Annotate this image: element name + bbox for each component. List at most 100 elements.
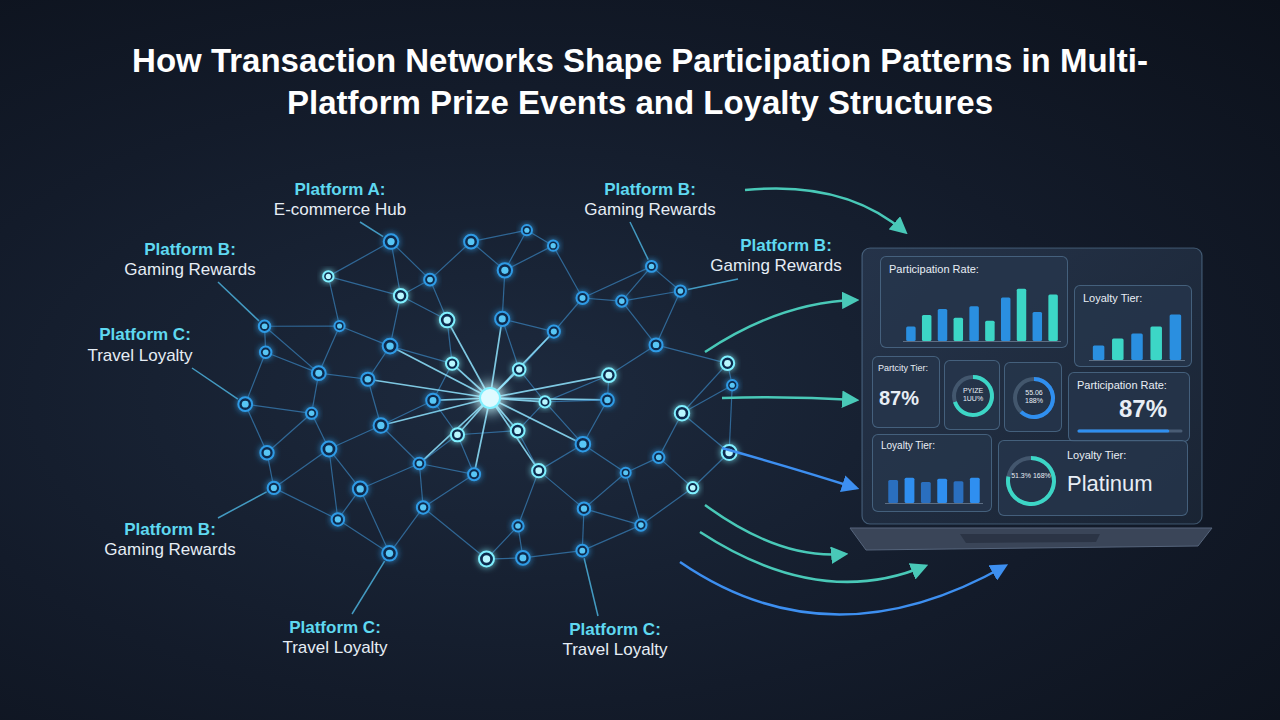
dot-core bbox=[678, 288, 684, 294]
dot-ring bbox=[440, 313, 455, 328]
network-dot bbox=[414, 458, 426, 470]
network-link bbox=[423, 474, 474, 507]
network-link bbox=[659, 457, 693, 487]
screen-panel bbox=[862, 248, 1202, 524]
dot-core bbox=[542, 399, 548, 405]
platform-type: Gaming Rewards bbox=[101, 540, 238, 560]
network-dot bbox=[602, 368, 616, 382]
donut-track bbox=[1006, 456, 1056, 506]
dot-core bbox=[471, 471, 477, 477]
network-link bbox=[682, 385, 732, 413]
dot-ring bbox=[498, 263, 512, 277]
dot-core bbox=[263, 349, 269, 355]
dot-ring bbox=[601, 394, 614, 407]
chart-bar bbox=[905, 478, 915, 503]
dot-core bbox=[520, 554, 527, 561]
network-dot bbox=[332, 513, 344, 525]
chart-bar bbox=[954, 318, 963, 341]
dot-core bbox=[262, 323, 268, 329]
dot-core bbox=[242, 401, 249, 408]
network-dot bbox=[451, 428, 464, 441]
flow-arrow bbox=[722, 448, 856, 488]
network-link bbox=[329, 449, 338, 519]
dot-ring bbox=[323, 271, 333, 281]
dot-ring bbox=[548, 240, 558, 250]
network-link bbox=[545, 400, 607, 402]
dot-core bbox=[649, 264, 654, 269]
dot-ring bbox=[322, 442, 337, 457]
dot-core bbox=[357, 485, 364, 492]
dot-ring bbox=[383, 339, 398, 354]
network-link bbox=[265, 325, 340, 326]
donut-chart bbox=[952, 375, 994, 417]
donut-value bbox=[1006, 456, 1056, 506]
dot-ring bbox=[353, 482, 368, 497]
leader-line bbox=[584, 558, 598, 616]
dot-ring bbox=[616, 296, 627, 307]
platform-name: Platform C: bbox=[566, 620, 664, 640]
dot-ring bbox=[577, 292, 589, 304]
card-label: Partcity Tier: bbox=[878, 363, 928, 373]
network-link bbox=[609, 345, 656, 375]
network-link bbox=[328, 276, 339, 326]
network-link bbox=[583, 266, 652, 298]
network-dot bbox=[498, 263, 512, 277]
network-link bbox=[729, 385, 732, 452]
platform-type: Gaming Rewards bbox=[707, 256, 844, 276]
dashboard-card: Partcity Tier: 87% bbox=[872, 356, 940, 428]
dot-ring bbox=[513, 363, 526, 376]
dot-core bbox=[397, 292, 404, 299]
chart-bar bbox=[1112, 338, 1124, 360]
network-link bbox=[245, 404, 311, 413]
metric-value: 87% bbox=[879, 387, 919, 410]
card-label: 55.06 188% bbox=[1017, 389, 1051, 405]
network-link bbox=[245, 352, 265, 404]
network-link bbox=[622, 266, 652, 301]
platform-name: Platform C: bbox=[286, 618, 384, 638]
network-dot bbox=[516, 551, 530, 565]
network-dot bbox=[361, 373, 374, 386]
dot-core bbox=[535, 467, 542, 474]
network-link bbox=[656, 345, 727, 363]
network-link bbox=[328, 276, 400, 295]
platform-name: Platform A: bbox=[292, 180, 389, 200]
chart-bar bbox=[1150, 326, 1162, 360]
network-dot bbox=[616, 296, 627, 307]
network-dot bbox=[539, 396, 550, 407]
network-link bbox=[539, 471, 584, 509]
network-dot bbox=[259, 321, 270, 332]
network-link bbox=[423, 507, 486, 559]
network-dot bbox=[468, 468, 480, 480]
chart-bar bbox=[906, 327, 915, 342]
network-dot bbox=[576, 437, 591, 452]
platform-type: Travel Loyalty bbox=[84, 346, 195, 366]
dot-ring bbox=[578, 502, 590, 514]
network-link bbox=[682, 413, 729, 452]
chart-bar bbox=[937, 479, 947, 503]
dot-core bbox=[427, 277, 433, 283]
dot-ring bbox=[653, 452, 664, 463]
network-dot bbox=[268, 482, 280, 494]
dot-core bbox=[551, 329, 557, 335]
dashboard-card: Loyalty Tier: bbox=[872, 434, 992, 512]
dot-ring bbox=[576, 545, 588, 557]
network-link bbox=[622, 291, 681, 301]
progress-track bbox=[1079, 430, 1181, 433]
network-dot bbox=[238, 397, 252, 411]
dot-core bbox=[678, 410, 685, 417]
dot-ring bbox=[414, 458, 426, 470]
dot-ring bbox=[334, 321, 344, 331]
dot-ring bbox=[646, 261, 657, 272]
network-link bbox=[381, 400, 433, 425]
donut-value bbox=[953, 375, 994, 417]
network-dot bbox=[479, 552, 494, 567]
network-dot bbox=[578, 502, 590, 514]
dashboard-card: Loyalty Tier: bbox=[1074, 285, 1192, 367]
dashboard-card: Participation Rate:87% bbox=[1068, 372, 1190, 442]
chart-bar bbox=[1033, 312, 1042, 341]
dot-core bbox=[365, 376, 372, 383]
network-dot bbox=[687, 482, 698, 493]
dot-core bbox=[483, 555, 490, 562]
chart-bar bbox=[1048, 295, 1057, 341]
dot-ring bbox=[426, 394, 440, 408]
